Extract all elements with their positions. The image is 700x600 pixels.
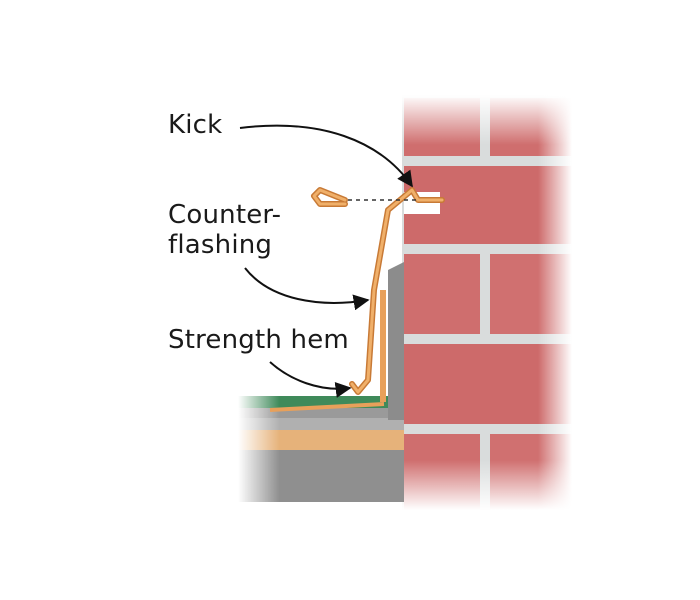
strength-hem-label: Strength hem	[168, 325, 349, 355]
membrane-top-strip	[269, 402, 385, 412]
base-flashing-vertical	[388, 262, 404, 420]
kick-arrow	[239, 124, 413, 188]
brick-wall	[402, 95, 572, 510]
base-flashing-strip	[380, 290, 386, 402]
counterflashing-label-line1: Counter-	[168, 200, 282, 230]
counterflashing-label: Counter- flashing	[168, 200, 281, 260]
kick-label: Kick	[168, 110, 223, 140]
counterflashing	[269, 187, 445, 412]
counterflashing-label-line2: flashing	[168, 230, 273, 260]
wall-vertical-fade	[402, 95, 572, 510]
loose-kick-profile-face	[312, 188, 347, 206]
leader-arrows	[239, 124, 413, 398]
roof-assembly	[238, 262, 404, 505]
strength-hem-arrow	[269, 361, 352, 398]
counterflashing-arrow	[244, 267, 370, 311]
counterflashing-profile-face	[350, 188, 444, 394]
